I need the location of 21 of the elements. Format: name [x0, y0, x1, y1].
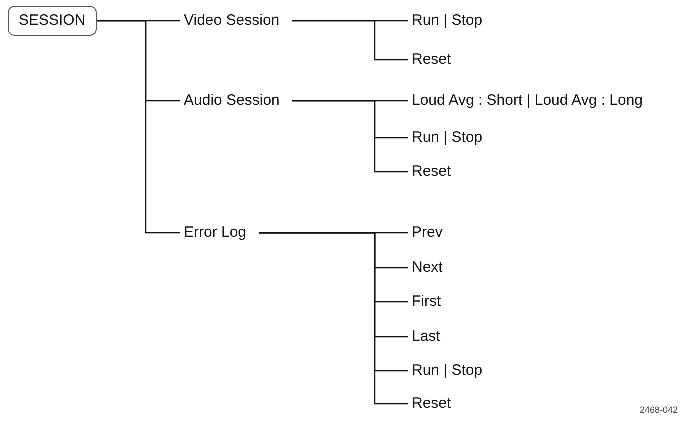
- menu-item-label: Reset: [412, 51, 452, 68]
- menu-item-label: Prev: [412, 224, 443, 241]
- menu-item-label: Loud Avg : Short | Loud Avg : Long: [412, 92, 644, 109]
- menu-item-label: Reset: [412, 163, 452, 180]
- menu-item-label: Run | Stop: [412, 362, 483, 379]
- figure-number: 2468-042: [640, 405, 678, 415]
- menu-item-label: Last: [412, 328, 440, 345]
- menu-item-label: Error Log: [184, 224, 247, 241]
- menu-item-label: First: [412, 293, 442, 310]
- menu-item-label: Video Session: [184, 12, 280, 29]
- menu-item-label: Run | Stop: [412, 129, 483, 146]
- tree-connector: [292, 100, 408, 173]
- menu-item-label: Next: [412, 259, 443, 276]
- tree-connector: [259, 232, 408, 405]
- menu-item-label: Audio Session: [184, 92, 280, 109]
- tree-connector: [97, 20, 180, 234]
- menu-item-label: Run | Stop: [412, 12, 483, 29]
- menu-root-label: SESSION: [19, 12, 86, 29]
- menu-item-label: Reset: [412, 395, 452, 412]
- root-box: [8, 6, 97, 36]
- tree-connector: [292, 20, 408, 61]
